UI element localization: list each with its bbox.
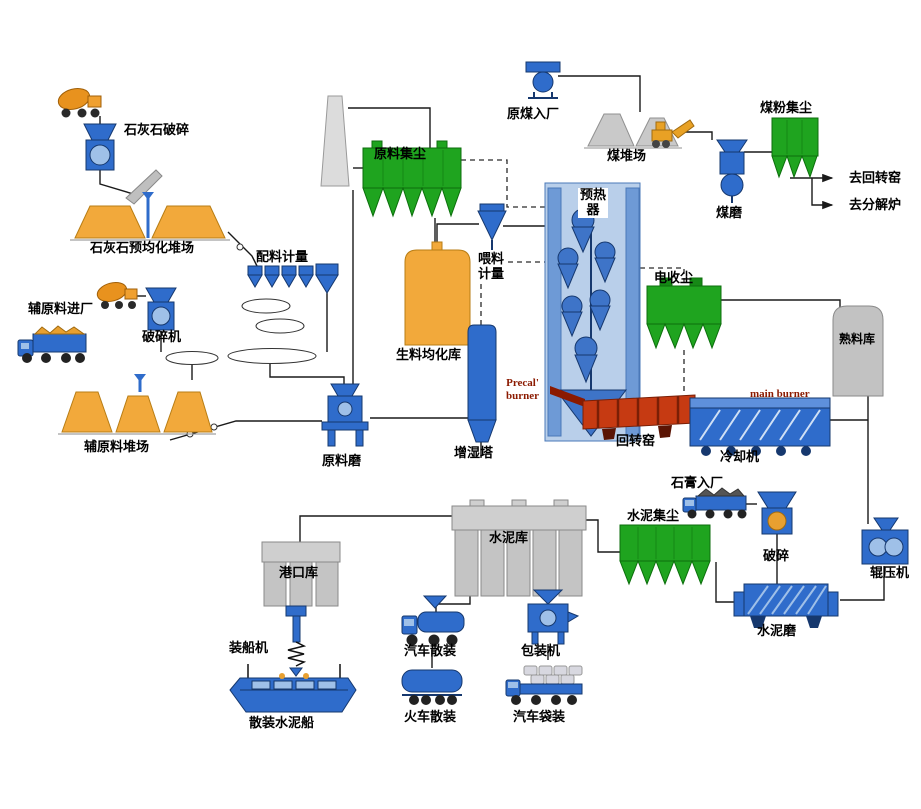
label-port-silo: 港口库 (279, 565, 319, 580)
cement-silos-icon (451, 499, 587, 597)
coal-crusher-icon (525, 61, 561, 99)
label-packing-machine: 包装机 (521, 643, 561, 658)
limestone-mixer-truck-icon (57, 87, 102, 118)
bulk-ship-icon (229, 664, 357, 713)
esp-icon (646, 277, 722, 350)
label-precal-burner: Precal' burner (506, 377, 539, 402)
coal-dust-collector-icon (771, 117, 819, 179)
label-raw-material-dust: 原料集尘 (374, 146, 427, 161)
label-raw-mill: 原料磨 (322, 453, 362, 468)
label-batching-metering: 配料计量 (256, 249, 309, 264)
label-aux-material-entry: 辅原料进厂 (28, 301, 94, 316)
raw-dust-collector-icon (362, 140, 462, 218)
clinker-silo-icon (832, 305, 884, 397)
chimney-icon (320, 95, 350, 187)
label-cement-silo: 水泥库 (489, 530, 529, 545)
label-gypsum-entry: 石膏入厂 (671, 475, 724, 490)
batching-hoppers-icon (247, 263, 339, 294)
label-cement-dust: 水泥集尘 (627, 508, 680, 523)
dump-truck-icon (17, 325, 87, 363)
label-to-calciner: 去分解炉 (849, 197, 902, 212)
label-coal-mill: 煤磨 (716, 205, 743, 220)
aux-material-piles-icon (58, 374, 216, 435)
label-crusher: 破碎机 (142, 329, 182, 344)
label-preheater: 预热 器 (578, 187, 609, 218)
tank-wagon-icon (401, 669, 463, 705)
label-limestone-crushing: 石灰石破碎 (124, 122, 190, 137)
label-train-bulk: 火车散装 (404, 709, 457, 724)
feed-metering-hopper-icon (477, 203, 507, 250)
humidifier-tower-icon (467, 324, 497, 443)
roller-press-icon (861, 517, 909, 565)
label-rotary-kiln: 回转窑 (616, 433, 656, 448)
label-ship-loader: 装船机 (229, 640, 269, 655)
aux-mixer-truck-icon (96, 281, 138, 309)
label-feed-metering: 喂料 计量 (476, 251, 507, 282)
coal-mill-icon (716, 139, 748, 203)
preheater-tower-icon (544, 182, 641, 442)
limestone-preblending-piles-icon (70, 205, 230, 241)
cooler-icon (689, 397, 831, 456)
packing-machine-icon (527, 589, 580, 645)
cement-mill-icon (733, 583, 839, 628)
belt-conveyor-icons (165, 243, 317, 438)
limestone-boom-stacker-icon (125, 169, 163, 238)
ship-loader-icon (285, 605, 307, 677)
cement-dust-collector-icon (619, 524, 711, 586)
label-aux-material-yard: 辅原料堆场 (84, 439, 150, 454)
label-truck-bagged: 汽车袋装 (513, 709, 566, 724)
label-truck-bulk: 汽车散装 (404, 643, 457, 658)
excavator-icon (651, 119, 695, 148)
label-clinker-silo: 熟料库 (839, 332, 876, 346)
label-coal-yard: 煤堆场 (607, 148, 647, 163)
label-to-rotary-kiln: 去回转窑 (849, 170, 902, 185)
label-raw-meal-silo: 生料均化库 (396, 347, 462, 362)
precal-burner-icon (550, 386, 585, 407)
label-coal-dust: 煤粉集尘 (760, 100, 813, 115)
label-crushing: 破碎 (763, 548, 790, 563)
label-humidifier-tower: 增湿塔 (454, 445, 494, 460)
aux-crusher-icon (145, 287, 177, 331)
raw-meal-silo-icon (404, 241, 471, 346)
gypsum-crusher-icon (757, 491, 797, 535)
label-cooler: 冷却机 (720, 449, 760, 464)
connector-lines (99, 75, 885, 668)
label-raw-coal-entry: 原煤入厂 (507, 106, 560, 121)
bagged-truck-icon (505, 665, 583, 705)
rotary-kiln-icon (582, 394, 696, 440)
label-bulk-cement-ship: 散装水泥船 (249, 715, 315, 730)
bulk-truck-icon (401, 595, 465, 646)
label-cement-mill: 水泥磨 (757, 623, 797, 638)
raw-mill-icon (321, 383, 369, 447)
label-esp: 电收尘 (654, 270, 694, 285)
label-roller-press: 辊压机 (870, 565, 910, 580)
label-main-burner: main burner (750, 388, 810, 400)
port-silos-icon (261, 541, 341, 607)
gypsum-truck-icon (682, 487, 747, 519)
label-limestone-preblending-yard: 石灰石预均化堆场 (90, 240, 195, 255)
limestone-crusher-icon (83, 123, 117, 171)
